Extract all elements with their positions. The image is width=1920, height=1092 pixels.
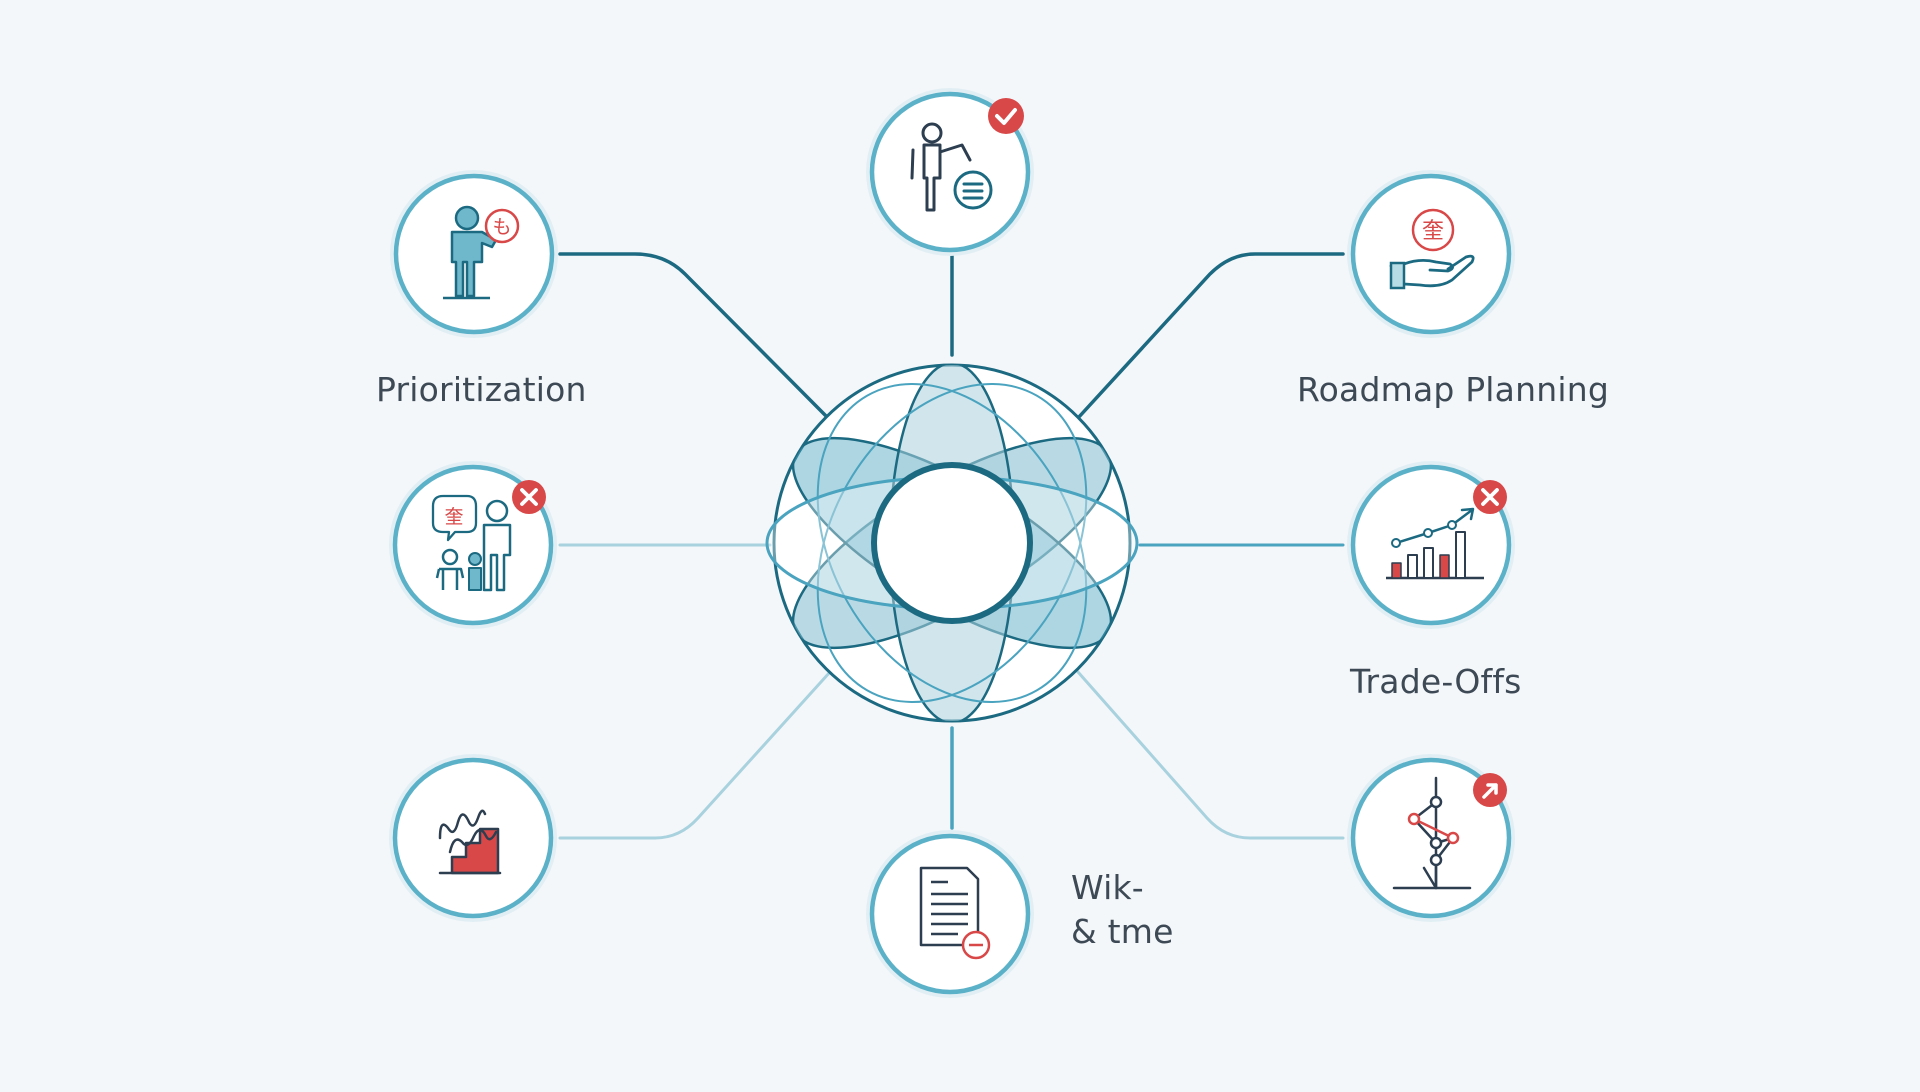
bar-chart-trend-icon: [1386, 507, 1484, 580]
connector-timeline: [1076, 670, 1345, 840]
prioritization-badge-icon: も: [484, 208, 520, 244]
connector-prioritization: [558, 252, 830, 420]
node-timeline[interactable]: [1347, 754, 1515, 922]
hand-holding-coin-icon: 奎: [1389, 208, 1475, 290]
label-wiki-line2: & tme: [1071, 912, 1174, 951]
node-prioritization[interactable]: も: [390, 170, 558, 338]
node-stakeholders[interactable]: 奎: [389, 461, 557, 629]
up-badge-icon: [1473, 773, 1507, 807]
svg-text:も: も: [492, 216, 511, 238]
cross-badge-icon: [1473, 480, 1507, 514]
label-prioritization: Prioritization: [376, 370, 587, 409]
svg-text:奎: 奎: [1422, 219, 1444, 244]
connector-trends: [558, 670, 832, 840]
connectors: [558, 252, 1345, 840]
node-roadmap[interactable]: 奎: [1347, 170, 1515, 338]
svg-text:奎: 奎: [444, 506, 463, 528]
node-top[interactable]: [866, 88, 1034, 256]
label-wiki: Wik- & tme: [1071, 866, 1174, 954]
label-trade-offs: Trade-Offs: [1350, 662, 1522, 701]
node-tradeoffs[interactable]: [1347, 461, 1515, 629]
network-timeline-icon: [1392, 776, 1472, 890]
cross-badge-icon: [512, 480, 546, 514]
person-presenting-icon: [910, 122, 993, 212]
label-wiki-line1: Wik-: [1071, 868, 1144, 907]
document-minus-icon: [919, 866, 991, 960]
central-globe: [765, 363, 1139, 723]
node-wiki[interactable]: [866, 830, 1034, 998]
node-trends[interactable]: [389, 754, 557, 922]
connector-roadmap: [1076, 252, 1345, 420]
family-speech-icon: 奎: [431, 494, 512, 592]
label-roadmap-planning: Roadmap Planning: [1297, 370, 1609, 409]
check-badge-icon: [988, 98, 1024, 134]
wave-steps-icon: [438, 809, 502, 875]
person-pointing-icon: [443, 205, 498, 300]
